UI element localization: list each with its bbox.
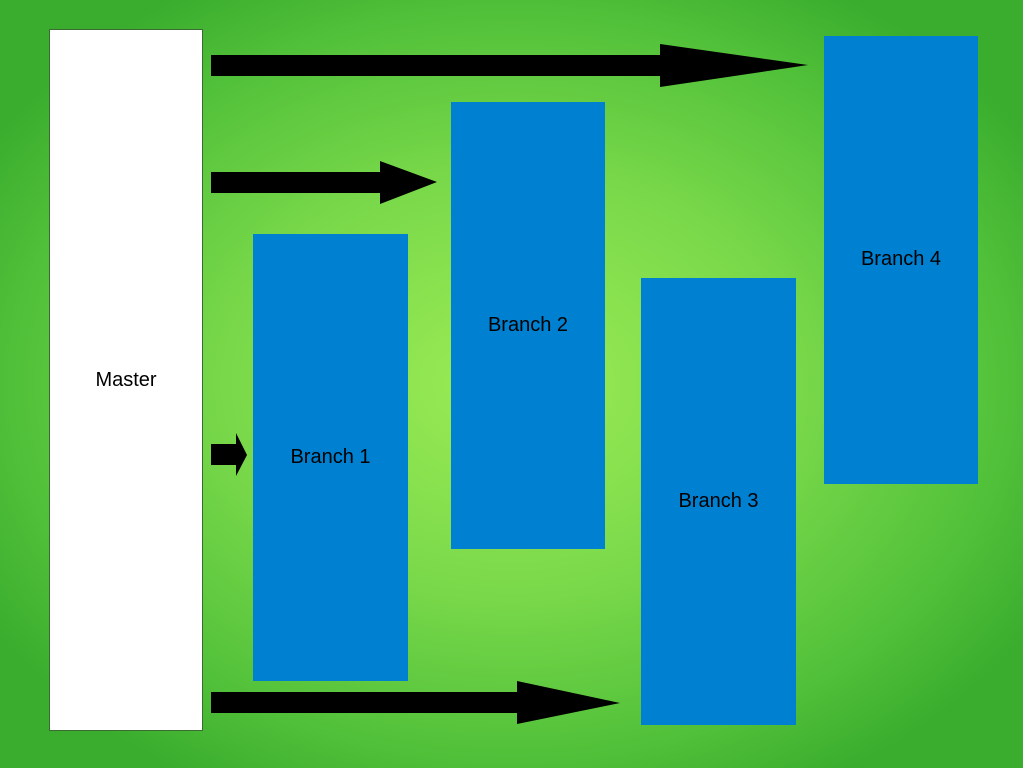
branch-1-box: Branch 1 [253,234,408,681]
branch-3-label: Branch 3 [678,490,759,512]
master-label: Master [95,368,157,391]
branch-1-label: Branch 1 [290,446,371,468]
arrow-to-branch-4 [211,44,808,87]
master-box: Master [49,29,203,731]
branch-2-box: Branch 2 [451,102,605,549]
branch-4-label: Branch 4 [860,248,942,270]
arrow-to-branch-3 [211,681,620,724]
arrow-to-branch-2 [211,161,437,204]
branch-3-box: Branch 3 [641,278,796,725]
arrow-to-branch-1 [211,433,247,476]
branch-2-label: Branch 2 [487,314,569,336]
branch-4-box: Branch 4 [824,36,978,484]
